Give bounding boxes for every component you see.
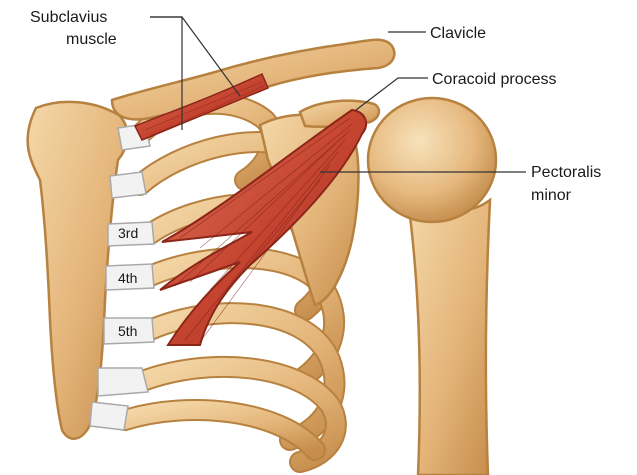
rib-label-4th: 4th [118, 270, 137, 286]
rib-label-5th: 5th [118, 323, 137, 339]
label-subclavius-line1: Subclavius [30, 9, 107, 26]
cartilage-2 [110, 172, 146, 198]
rib-label-3rd: 3rd [118, 225, 138, 241]
cartilage-7 [90, 402, 128, 430]
label-pectoralis-line1: Pectoralis [531, 164, 601, 181]
cartilage-6 [98, 368, 148, 396]
label-clavicle: Clavicle [430, 25, 486, 42]
humerus-head [368, 98, 496, 222]
humerus-shaft [408, 200, 490, 475]
humerus [368, 98, 496, 475]
label-pectoralis-line2: minor [531, 187, 572, 204]
label-coracoid-process: Coracoid process [432, 71, 557, 88]
label-subclavius-line2: muscle [66, 31, 117, 48]
